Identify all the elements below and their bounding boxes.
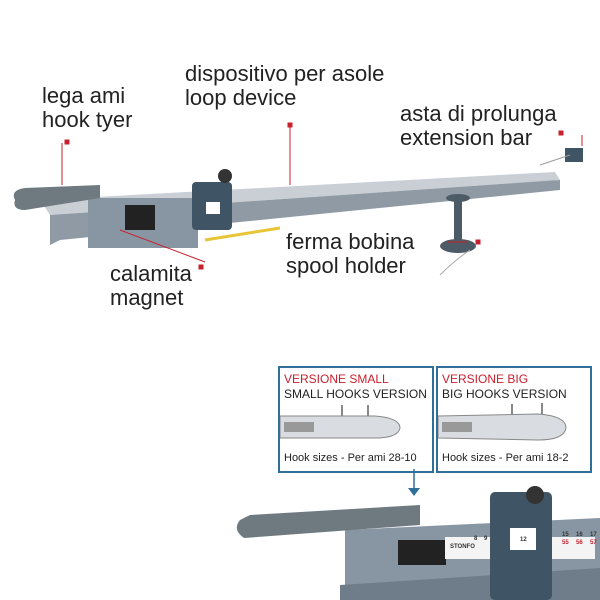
hook-sizes: Hook sizes - Per ami 18-2	[442, 452, 569, 464]
big-jaw-icon	[438, 403, 567, 441]
extension-bar-label: asta di prolunga extension bar	[400, 102, 557, 150]
hook-tyer-label: lega ami hook tyer	[42, 84, 133, 132]
scale-label: 8	[474, 536, 478, 542]
extension-clip	[565, 148, 583, 162]
label-it: asta di prolunga	[400, 101, 557, 126]
hook-tyer-handle	[13, 185, 100, 210]
scale-label: 16	[576, 532, 583, 538]
base	[50, 180, 560, 245]
big-version-box: VERSIONE BIG BIG HOOKS VERSION Hook size…	[436, 366, 592, 473]
scale-label: 15	[562, 532, 569, 538]
label-en: loop device	[185, 85, 297, 110]
magnet-plate	[125, 205, 155, 230]
tool-illustration	[13, 122, 583, 276]
scale-label: 55	[562, 540, 569, 546]
version-title-en: SMALL HOOKS VERSION	[284, 387, 427, 401]
spool-holder-label: ferma bobina spool holder	[286, 230, 414, 278]
version-title-en: BIG HOOKS VERSION	[442, 387, 567, 401]
label-en: hook tyer	[42, 107, 133, 132]
label-it: ferma bobina	[286, 229, 415, 254]
dial	[206, 202, 220, 214]
scale-label: 9	[484, 536, 488, 542]
label-en: magnet	[110, 285, 184, 310]
small-version-box: VERSIONE SMALL SMALL HOOKS VERSION Hook …	[278, 366, 434, 473]
scale-label: 57	[590, 540, 597, 546]
scale-label: 17	[590, 532, 597, 538]
closeup-magnet	[398, 540, 446, 565]
version-title-it: VERSIONE BIG	[442, 372, 529, 386]
knob	[218, 169, 232, 183]
scale-label: 12	[520, 537, 527, 543]
pencil	[204, 226, 281, 242]
label-en: spool holder	[286, 253, 406, 278]
label-it: dispositivo per asole	[185, 61, 385, 86]
magnet-label: calamita magnet	[110, 262, 192, 310]
label-it: lega ami	[42, 83, 126, 108]
closeup-handle	[236, 505, 420, 538]
hook-sizes: Hook sizes - Per ami 28-10	[284, 452, 417, 464]
loop-device-label: dispositivo per asole loop device	[185, 62, 384, 110]
spool-post	[454, 200, 462, 246]
scale-label: 56	[576, 540, 583, 546]
label-it: calamita	[110, 261, 192, 286]
version-title-it: VERSIONE SMALL	[284, 372, 389, 386]
label-en: extension bar	[400, 125, 533, 150]
brand-text: STONFO	[450, 544, 475, 550]
small-jaw-icon	[280, 405, 401, 439]
